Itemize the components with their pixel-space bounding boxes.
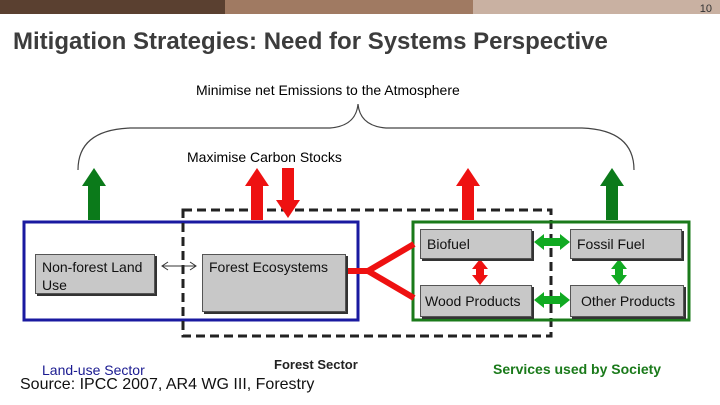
carbon-stocks-label: Maximise Carbon Stocks <box>187 149 342 165</box>
red-double-arrow-vertical <box>472 259 488 285</box>
system-brace <box>77 103 635 171</box>
top-bar-light <box>473 0 720 14</box>
source-citation: Source: IPCC 2007, AR4 WG III, Forestry <box>20 376 315 393</box>
wood-products-box: Wood Products <box>420 285 532 317</box>
fossil-fuel-box: Fossil Fuel <box>570 229 682 259</box>
emissions-label: Minimise net Emissions to the Atmosphere <box>196 82 460 98</box>
services-sector-frame <box>411 220 691 322</box>
top-bar-dark <box>0 0 225 14</box>
forest-sector-frame <box>181 208 553 338</box>
top-bar-mid <box>225 0 473 14</box>
green-arrow-land-use <box>82 168 106 220</box>
red-fork <box>347 241 416 301</box>
land-use-sector-label: Land-use Sector <box>42 362 145 378</box>
green-double-arrow-products <box>534 292 570 308</box>
red-arrow-forest-up <box>245 168 269 220</box>
green-double-arrow-fuel <box>534 234 570 250</box>
services-sector-label: Services used by Society <box>493 361 662 377</box>
slide-number: 10 <box>699 3 712 15</box>
forest-sector-label: Forest Sector <box>274 357 358 372</box>
red-arrow-biofuel-up <box>456 168 480 220</box>
green-arrow-other-products <box>600 168 624 220</box>
red-arrow-forest-down <box>276 168 300 218</box>
biofuel-box: Biofuel <box>420 229 532 259</box>
slide-title: Mitigation Strategies: Need for Systems … <box>13 28 608 55</box>
non-forest-land-use-box: Non-forest Land Use <box>35 254 155 294</box>
forest-ecosystems-box: Forest Ecosystems <box>202 254 346 312</box>
double-arrow-land-use <box>161 261 197 271</box>
green-double-arrow-vertical <box>611 259 627 285</box>
other-products-box: Other Products <box>570 285 684 317</box>
